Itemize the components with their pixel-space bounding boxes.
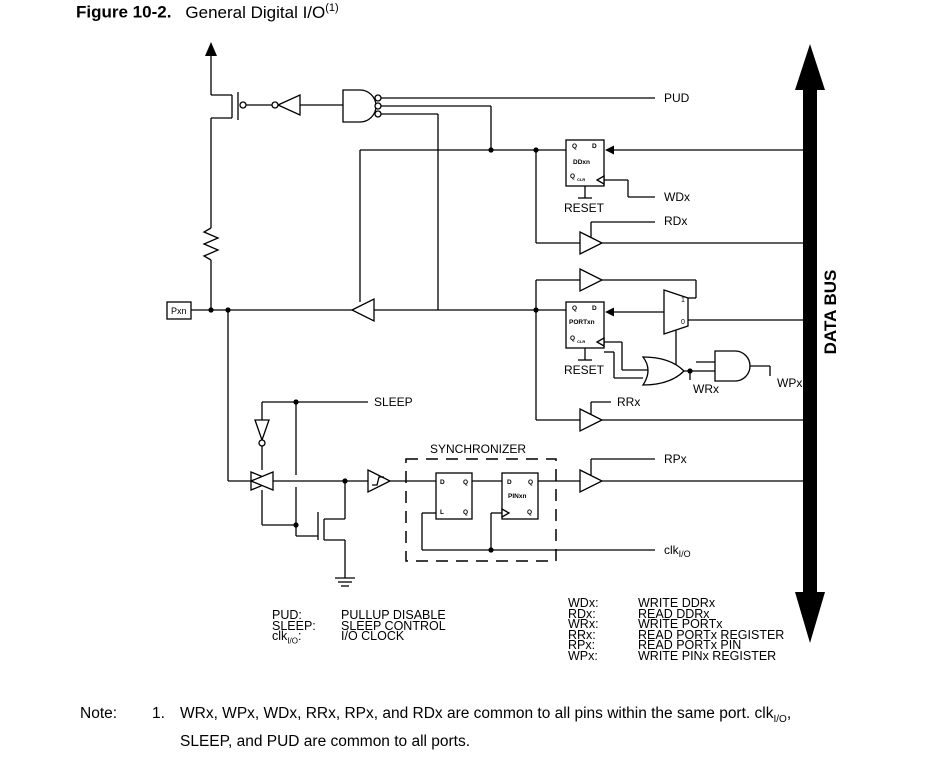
svg-text:Q: Q bbox=[570, 173, 575, 180]
legend-row-wdx: WDx:WRITE DDRx bbox=[568, 596, 716, 610]
figure-name: General Digital I/O bbox=[185, 2, 326, 22]
sleep-inverter-icon bbox=[254, 419, 270, 442]
svg-text:D: D bbox=[440, 479, 445, 486]
note-label: Note: bbox=[80, 705, 118, 722]
legend-row-rdx: RDx:READ DDRx bbox=[568, 606, 710, 621]
figure-title: Figure 10-2. General Digital I/O(1) bbox=[76, 2, 339, 23]
svg-text:D: D bbox=[507, 479, 512, 486]
rpx-buffer-icon bbox=[579, 468, 604, 494]
note-text: WRx, WPx, WDx, RRx, RPx, and RDx are com… bbox=[180, 705, 792, 751]
svg-text:Q: Q bbox=[463, 509, 468, 516]
pud-and-gate-icon bbox=[342, 89, 655, 310]
pud-inverter-icon bbox=[271, 93, 343, 117]
ddxn-label: DDxn bbox=[573, 159, 590, 166]
legend-row-wrx: WRx:WRITE PORTx bbox=[568, 617, 723, 631]
svg-text:CLR: CLR bbox=[577, 339, 585, 344]
rdx-buffer-icon bbox=[579, 230, 604, 256]
input-buffer-icon bbox=[350, 297, 375, 323]
legend-row-rpx: RPx:READ PORTx PIN bbox=[568, 638, 742, 652]
legend-row-rrx: RRx:READ PORTx REGISTER bbox=[568, 627, 785, 642]
mux-icon: 1 0 bbox=[663, 289, 689, 335]
reset-label-1: RESET bbox=[564, 201, 605, 215]
junction-dots bbox=[208, 147, 693, 553]
synchronizer-box bbox=[405, 458, 557, 562]
synchronizer-label: SYNCHRONIZER bbox=[430, 442, 526, 456]
schmitt-trigger-icon bbox=[367, 468, 392, 494]
wpx-label: WPx bbox=[777, 376, 802, 390]
svg-text:L: L bbox=[440, 509, 444, 516]
rrx-buffer-icon bbox=[579, 407, 604, 433]
note-number: 1. bbox=[152, 705, 165, 722]
or-gate-icon bbox=[641, 356, 685, 386]
data-bus: DATA BUS bbox=[795, 44, 840, 643]
rpx-label: RPx bbox=[664, 452, 687, 466]
pud-label: PUD bbox=[664, 91, 690, 105]
rdx-label: RDx bbox=[664, 214, 687, 228]
svg-text:Q: Q bbox=[528, 479, 533, 486]
svg-text:Q: Q bbox=[527, 509, 532, 516]
legend-right: WDx:WRITE DDRx RDx:READ DDRx WRx:WRITE P… bbox=[568, 596, 785, 663]
reset-label-2: RESET bbox=[564, 363, 605, 377]
legend-row-pud: PUD:PULLUP DISABLE bbox=[272, 608, 446, 622]
schematic-diagram: DATA BUS PUD Q D DDxn bbox=[166, 42, 840, 643]
rrx-label: RRx bbox=[617, 395, 640, 409]
portxn-feedback-buffer-icon bbox=[579, 267, 604, 293]
sleep-label: SLEEP bbox=[374, 395, 413, 409]
svg-text:0: 0 bbox=[681, 319, 685, 326]
svg-text:Q: Q bbox=[572, 305, 577, 312]
wpx-and-gate-icon bbox=[714, 350, 751, 382]
svg-text:Q: Q bbox=[463, 479, 468, 486]
pxn-pin: Pxn bbox=[166, 301, 192, 320]
resistor-icon bbox=[202, 227, 220, 261]
svg-text:Q: Q bbox=[570, 335, 575, 342]
footnote-ref: (1) bbox=[325, 2, 339, 14]
transmission-gate-icon bbox=[249, 471, 275, 491]
latch-block: D Q L Q bbox=[435, 472, 473, 520]
svg-text:Pxn: Pxn bbox=[171, 306, 187, 316]
ddxn-flipflop: Q D DDxn Q CLR bbox=[565, 139, 605, 199]
pullup-circuit bbox=[202, 42, 278, 310]
wdx-label: WDx bbox=[664, 190, 690, 204]
pinxn-flipflop: D Q PINxn Q bbox=[501, 472, 539, 520]
pinxn-label: PINxn bbox=[508, 493, 526, 500]
svg-text:1: 1 bbox=[681, 297, 685, 304]
svg-text:D: D bbox=[592, 143, 597, 150]
figure-number: Figure 10-2. bbox=[76, 2, 172, 22]
ground-icon bbox=[335, 577, 355, 587]
portxn-label: PORTxn bbox=[569, 319, 595, 326]
portxn-flipflop: Q D PORTxn Q CLR bbox=[565, 301, 605, 361]
legend-left: PUD:PULLUP DISABLE SLEEP:SLEEP CONTROL c… bbox=[272, 608, 446, 647]
legend-row-clk: clkI/O:I/O CLOCK bbox=[272, 629, 405, 646]
clk-label: clkI/O bbox=[664, 543, 691, 559]
legend-row-sleep: SLEEP:SLEEP CONTROL bbox=[272, 618, 446, 633]
svg-text:D: D bbox=[592, 305, 597, 312]
legend-row-wpx: WPx:WRITE PINx REGISTER bbox=[568, 648, 777, 663]
data-bus-label: DATA BUS bbox=[821, 270, 840, 355]
wrx-label: WRx bbox=[693, 382, 719, 396]
svg-text:Q: Q bbox=[572, 143, 577, 150]
svg-text:CLR: CLR bbox=[577, 177, 585, 182]
